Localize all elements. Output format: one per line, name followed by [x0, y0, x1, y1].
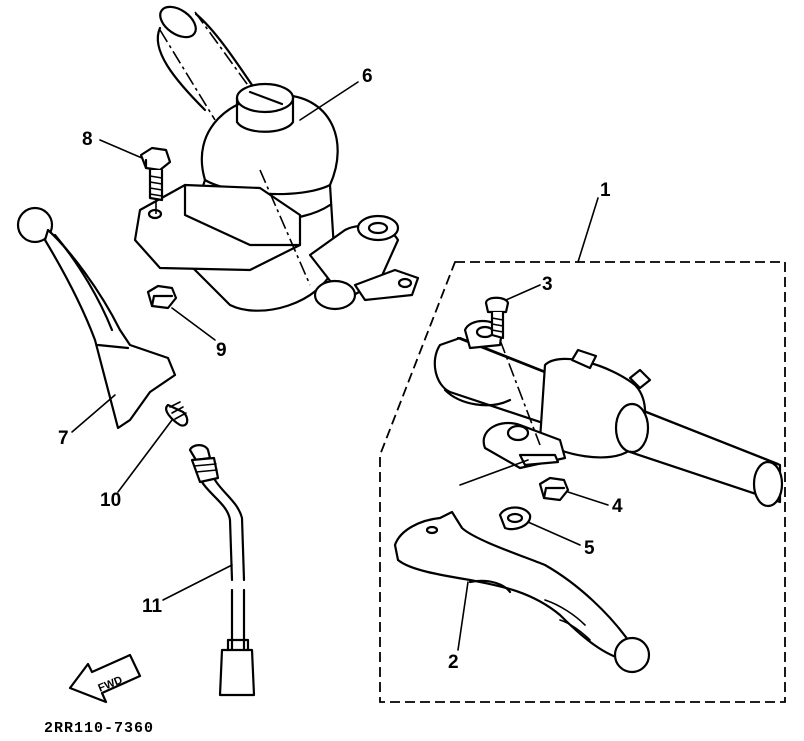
callout-10: 10 — [100, 490, 121, 511]
drawing-code: 2RR110-7360 — [44, 720, 154, 737]
callout-7: 7 — [58, 428, 69, 449]
callout-5: 5 — [584, 538, 595, 559]
spring-10 — [165, 401, 189, 427]
callout-2: 2 — [448, 652, 459, 673]
nut-9 — [146, 284, 178, 310]
cable-11 — [188, 444, 256, 697]
callout-3: 3 — [542, 274, 553, 295]
bolt-3 — [484, 296, 541, 446]
callout-4: 4 — [612, 496, 623, 517]
leader-lines — [71, 81, 609, 651]
fwd-arrow: FWD — [68, 653, 142, 704]
assembly-1-boundary — [379, 261, 786, 703]
bolt-8 — [139, 146, 172, 215]
washer-5 — [498, 506, 532, 531]
callout-11: 11 — [142, 596, 163, 617]
callout-9: 9 — [216, 340, 227, 361]
lever-2 — [393, 510, 651, 674]
callout-8: 8 — [82, 129, 93, 150]
lever-7 — [16, 206, 177, 430]
callout-6: 6 — [362, 66, 373, 87]
callout-1: 1 — [600, 180, 611, 201]
nut-4 — [538, 476, 570, 502]
throttle-housing — [133, 5, 420, 312]
lever-perch-assembly — [433, 319, 784, 508]
